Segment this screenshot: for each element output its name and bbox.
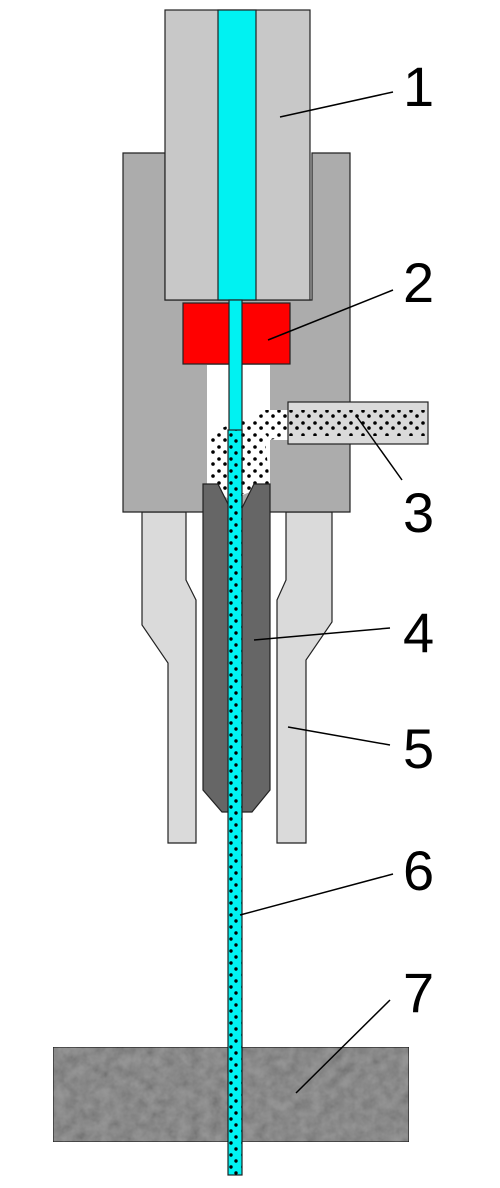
callout-3: 3 (403, 481, 434, 544)
callout-6: 6 (403, 839, 434, 902)
leader-5 (287, 726, 391, 746)
water-channel (217, 9, 257, 301)
callout-1: 1 (403, 55, 434, 118)
callout-5: 5 (403, 717, 434, 780)
leader-2 (267, 289, 394, 341)
callout-4: 4 (403, 601, 434, 664)
callout-labels: 1 2 3 4 5 6 7 (403, 55, 434, 1024)
leader-6 (239, 873, 394, 916)
leader-4 (253, 627, 391, 641)
callout-2: 2 (403, 251, 434, 314)
leader-3 (356, 416, 403, 481)
guard-shroud (141, 511, 333, 844)
abrasive-jet (227, 429, 243, 1176)
leader-1 (279, 91, 394, 118)
callout-7: 7 (403, 961, 434, 1024)
abrasive-feed-tube (262, 401, 429, 445)
leader-7 (295, 999, 391, 1094)
leader-lines (239, 91, 403, 1094)
